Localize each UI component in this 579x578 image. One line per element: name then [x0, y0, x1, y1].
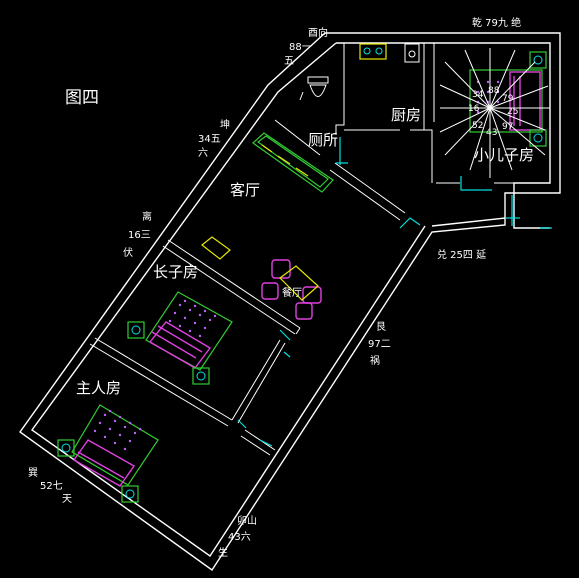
compass-n1: 34: [472, 90, 484, 100]
direction-xun: 巽 52七 天: [28, 467, 72, 505]
svg-text:六: 六: [198, 147, 208, 159]
direction-gen: 艮 97二 祸: [368, 321, 391, 367]
direction-kun: 坤 34五 六: [198, 118, 230, 159]
dining-table: [261, 259, 322, 320]
master-bed-pattern: [93, 409, 142, 451]
svg-text:乾 79九 绝: 乾 79九 绝: [472, 16, 521, 29]
outer-walls: [19, 32, 561, 571]
svg-text:艮: 艮: [376, 321, 386, 333]
svg-text:52七: 52七: [40, 480, 63, 492]
svg-text:离: 离: [142, 210, 152, 223]
svg-text:生: 生: [218, 546, 228, 559]
compass-n3: 79: [502, 94, 514, 104]
svg-text:祸: 祸: [370, 354, 380, 367]
svg-text:天: 天: [62, 494, 72, 505]
svg-text:97二: 97二: [368, 339, 391, 350]
direction-top-mid: 酉向 88一 五: [284, 26, 328, 67]
eldest-son-bed-pattern: [168, 299, 217, 338]
compass-rose: [439, 48, 550, 178]
kitchen-stove: [359, 43, 387, 60]
compass-n2: 88: [488, 86, 500, 96]
svg-text:伏: 伏: [123, 246, 133, 259]
direction-dui: 兑 25四 延: [437, 248, 486, 261]
svg-text:88一: 88一: [289, 42, 312, 53]
kitchen-sink: [404, 43, 420, 63]
svg-text:43六: 43六: [228, 531, 251, 543]
svg-text:五: 五: [284, 56, 294, 67]
direction-maoshan: 卯山 43六 生: [218, 515, 257, 559]
compass-n7: 43: [486, 128, 497, 138]
direction-top-right: 乾 79九 绝: [472, 16, 521, 29]
compass-n5: 25: [507, 107, 518, 117]
compass-n8: 97: [502, 122, 513, 132]
svg-text:酉向: 酉向: [308, 26, 328, 39]
svg-text:巽: 巽: [28, 467, 38, 479]
svg-text:卯山: 卯山: [237, 515, 257, 527]
room-youngest-son-label: 小儿子房: [474, 146, 534, 164]
figure-title: 图四: [65, 88, 99, 108]
living-cabinet: [201, 236, 231, 260]
svg-text:34五: 34五: [198, 134, 221, 145]
direction-li: 离 16三 伏: [123, 210, 152, 259]
room-toilet-label: 厕所: [308, 131, 338, 149]
living-sofa: [252, 132, 334, 193]
eldest-son-bed: [127, 291, 233, 385]
svg-text:16三: 16三: [128, 230, 151, 241]
room-kitchen-label: 厨房: [391, 106, 421, 124]
room-dining-label: 餐厅: [282, 286, 302, 299]
svg-text:坤: 坤: [220, 118, 230, 131]
svg-text:兑 25四 延: 兑 25四 延: [437, 248, 486, 261]
compass-n6: 52: [472, 121, 483, 131]
room-living-label: 客厅: [230, 181, 260, 199]
compass-numbers: 34 88 79 16 25 52 43 97: [468, 86, 518, 138]
toilet-fixture: [299, 76, 329, 101]
doors: [237, 137, 552, 447]
compass-n4: 16: [468, 104, 480, 114]
master-bed: [57, 404, 159, 503]
room-master-label: 主人房: [76, 379, 121, 397]
room-eldest-son-label: 长子房: [153, 263, 198, 281]
